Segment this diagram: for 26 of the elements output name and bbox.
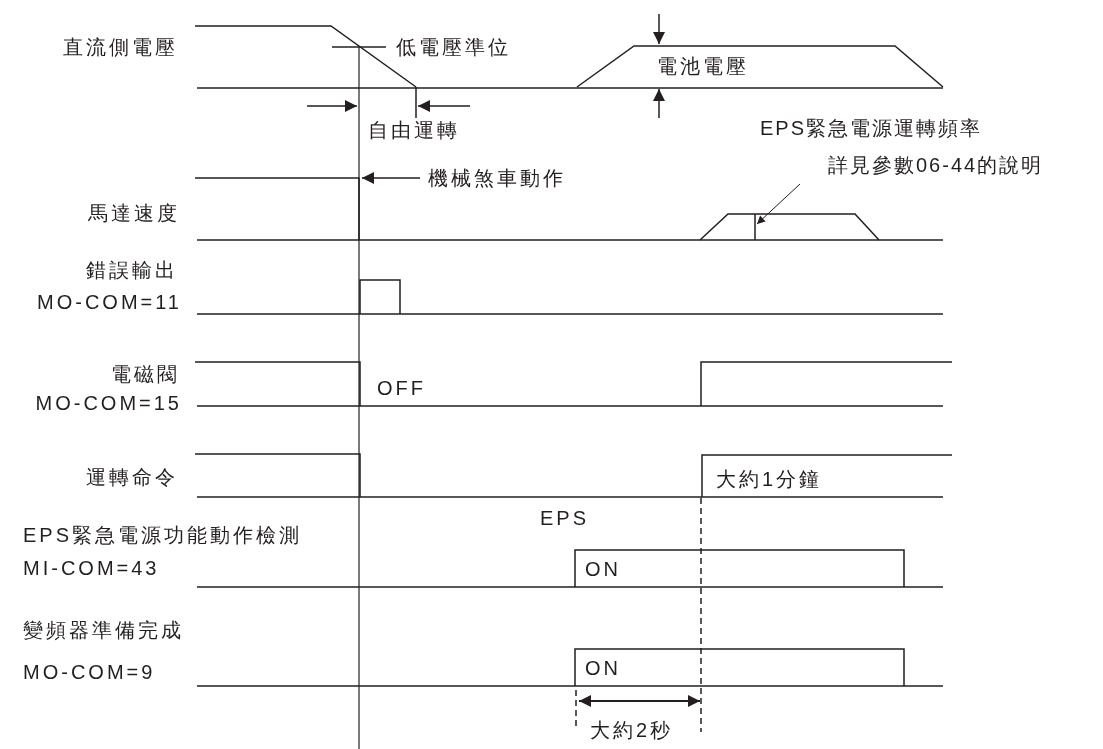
waveform	[194, 25, 944, 119]
signal-label: 直流側電壓	[63, 35, 178, 59]
signal-label: MO-COM=15	[35, 391, 182, 415]
duration-label: 大約1分鐘	[716, 467, 823, 491]
dimension-label: 電池電壓	[657, 54, 749, 78]
dimension-label: 自由運轉	[368, 118, 460, 142]
leader-line	[331, 46, 387, 48]
leader-line	[361, 172, 421, 184]
signal-label: MO-COM=11	[37, 290, 182, 314]
signal-label: MO-COM=9	[23, 660, 156, 684]
signal-label: 馬達速度	[88, 201, 180, 225]
leader-line	[756, 183, 801, 225]
signal-label: MI-COM=43	[23, 556, 160, 580]
annotation-label: 機械煞車動作	[420, 166, 566, 190]
signal-label: 電磁閥	[111, 362, 180, 386]
annotation-label: EPS緊急電源運轉頻率 詳見參數06-44的說明	[760, 110, 1044, 184]
state-label: ON	[585, 656, 621, 680]
state-label: OFF	[377, 376, 426, 400]
signal-label: 變頻器準備完成	[23, 618, 184, 642]
signal-label: 錯誤輸出	[86, 258, 178, 282]
signal-label: EPS緊急電源功能動作檢測	[23, 523, 303, 547]
annotation-label: 低電壓準位	[386, 35, 511, 59]
state-label: EPS	[540, 506, 590, 530]
state-label: ON	[585, 557, 621, 581]
dimension-label: 大約2秒	[590, 718, 674, 742]
signal-label: 運轉命令	[86, 465, 178, 489]
